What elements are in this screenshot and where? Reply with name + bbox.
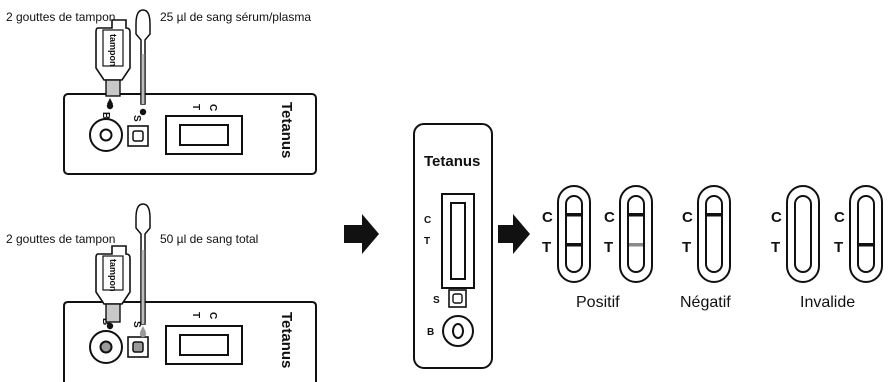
strip-t-label: T bbox=[682, 239, 691, 256]
strip-c-label: C bbox=[682, 209, 693, 226]
test-line bbox=[629, 243, 643, 247]
bottom-sample-label: 50 µl de sang total bbox=[160, 232, 258, 246]
bottom-bottle-label: tampon bbox=[108, 259, 118, 292]
bottom-result-window bbox=[165, 325, 243, 365]
strip-c-label: C bbox=[542, 209, 553, 226]
strip-t-label: T bbox=[604, 239, 613, 256]
bottom-line-c-label: C bbox=[207, 312, 218, 319]
strip-t-label: T bbox=[542, 239, 551, 256]
result-strip: CT bbox=[542, 185, 591, 283]
result-strip: CT bbox=[604, 185, 653, 283]
result-strip: CT bbox=[771, 185, 820, 283]
result-label-positif: Positif bbox=[576, 294, 620, 311]
top-result-window bbox=[165, 115, 243, 155]
bottom-procedure: 2 gouttes de tampon 50 µl de sang total … bbox=[6, 203, 317, 382]
center-cassette: Tetanus C T S B bbox=[413, 123, 493, 369]
strip-window bbox=[705, 195, 723, 273]
top-sample-drop bbox=[139, 108, 147, 116]
bottom-well-s-label: S bbox=[131, 321, 142, 328]
strip-window bbox=[794, 195, 812, 273]
top-sample-label: 25 µl de sang sérum/plasma bbox=[160, 10, 311, 24]
strip-c-label: C bbox=[771, 209, 782, 226]
test-line bbox=[859, 243, 873, 247]
strip-c-label: C bbox=[604, 209, 615, 226]
top-line-t-label: T bbox=[190, 104, 201, 110]
center-line-t-label: T bbox=[424, 236, 430, 247]
top-well-s-label: S bbox=[131, 115, 142, 122]
top-bottle-label: tampon bbox=[108, 34, 118, 67]
strip-window bbox=[627, 195, 645, 273]
bottom-buffer-label: 2 gouttes de tampon bbox=[6, 232, 115, 246]
top-brand-label: Tetanus bbox=[278, 102, 295, 158]
result-label-invalide: Invalide bbox=[800, 294, 855, 311]
bottom-buffer-drop bbox=[106, 322, 114, 330]
result-strip: CT bbox=[834, 185, 883, 283]
bottom-brand-label: Tetanus bbox=[278, 312, 295, 368]
strip-window bbox=[565, 195, 583, 273]
strip-t-label: T bbox=[834, 239, 843, 256]
bottom-line-t-label: T bbox=[190, 312, 201, 318]
bottom-sample-drop bbox=[139, 330, 147, 338]
result-strip: CT bbox=[682, 185, 731, 283]
top-buffer-label: 2 gouttes de tampon bbox=[6, 10, 115, 24]
strip-c-label: C bbox=[834, 209, 845, 226]
arrow-to-cassette bbox=[344, 214, 379, 254]
top-procedure: 2 gouttes de tampon 25 µl de sang sérum/… bbox=[6, 9, 317, 175]
control-line bbox=[567, 213, 581, 217]
center-well-s-label: S bbox=[433, 295, 440, 306]
test-line bbox=[567, 243, 581, 247]
control-line bbox=[629, 213, 643, 217]
control-line bbox=[707, 213, 721, 217]
top-line-c-label: C bbox=[207, 104, 218, 111]
top-well-b-label: B bbox=[100, 112, 111, 119]
arrow-to-results bbox=[498, 214, 530, 254]
strip-t-label: T bbox=[771, 239, 780, 256]
result-label-negatif: Négatif bbox=[680, 294, 731, 311]
strip-window bbox=[857, 195, 875, 273]
center-well-b-label: B bbox=[427, 327, 434, 338]
center-brand-label: Tetanus bbox=[424, 153, 480, 170]
top-buffer-drop bbox=[106, 102, 114, 110]
center-line-c-label: C bbox=[424, 215, 431, 226]
